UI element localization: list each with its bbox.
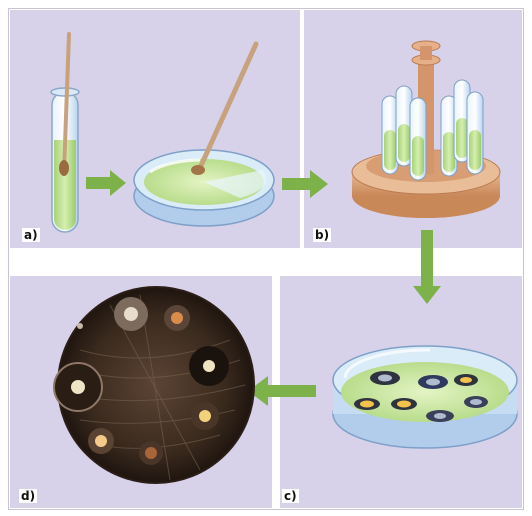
panel-a-label: a)	[22, 228, 40, 242]
panel-b-label: b)	[313, 228, 331, 242]
arrow-left-icon	[248, 376, 316, 406]
arrow-down-icon	[413, 230, 441, 304]
panel-d-label: d)	[19, 489, 37, 503]
panel-c-label: c)	[282, 489, 299, 503]
petri-dish-icon	[333, 346, 517, 448]
agar-plate-photo	[54, 287, 254, 483]
arrow-right-icon	[86, 170, 126, 196]
arrow-right-icon	[282, 170, 328, 198]
